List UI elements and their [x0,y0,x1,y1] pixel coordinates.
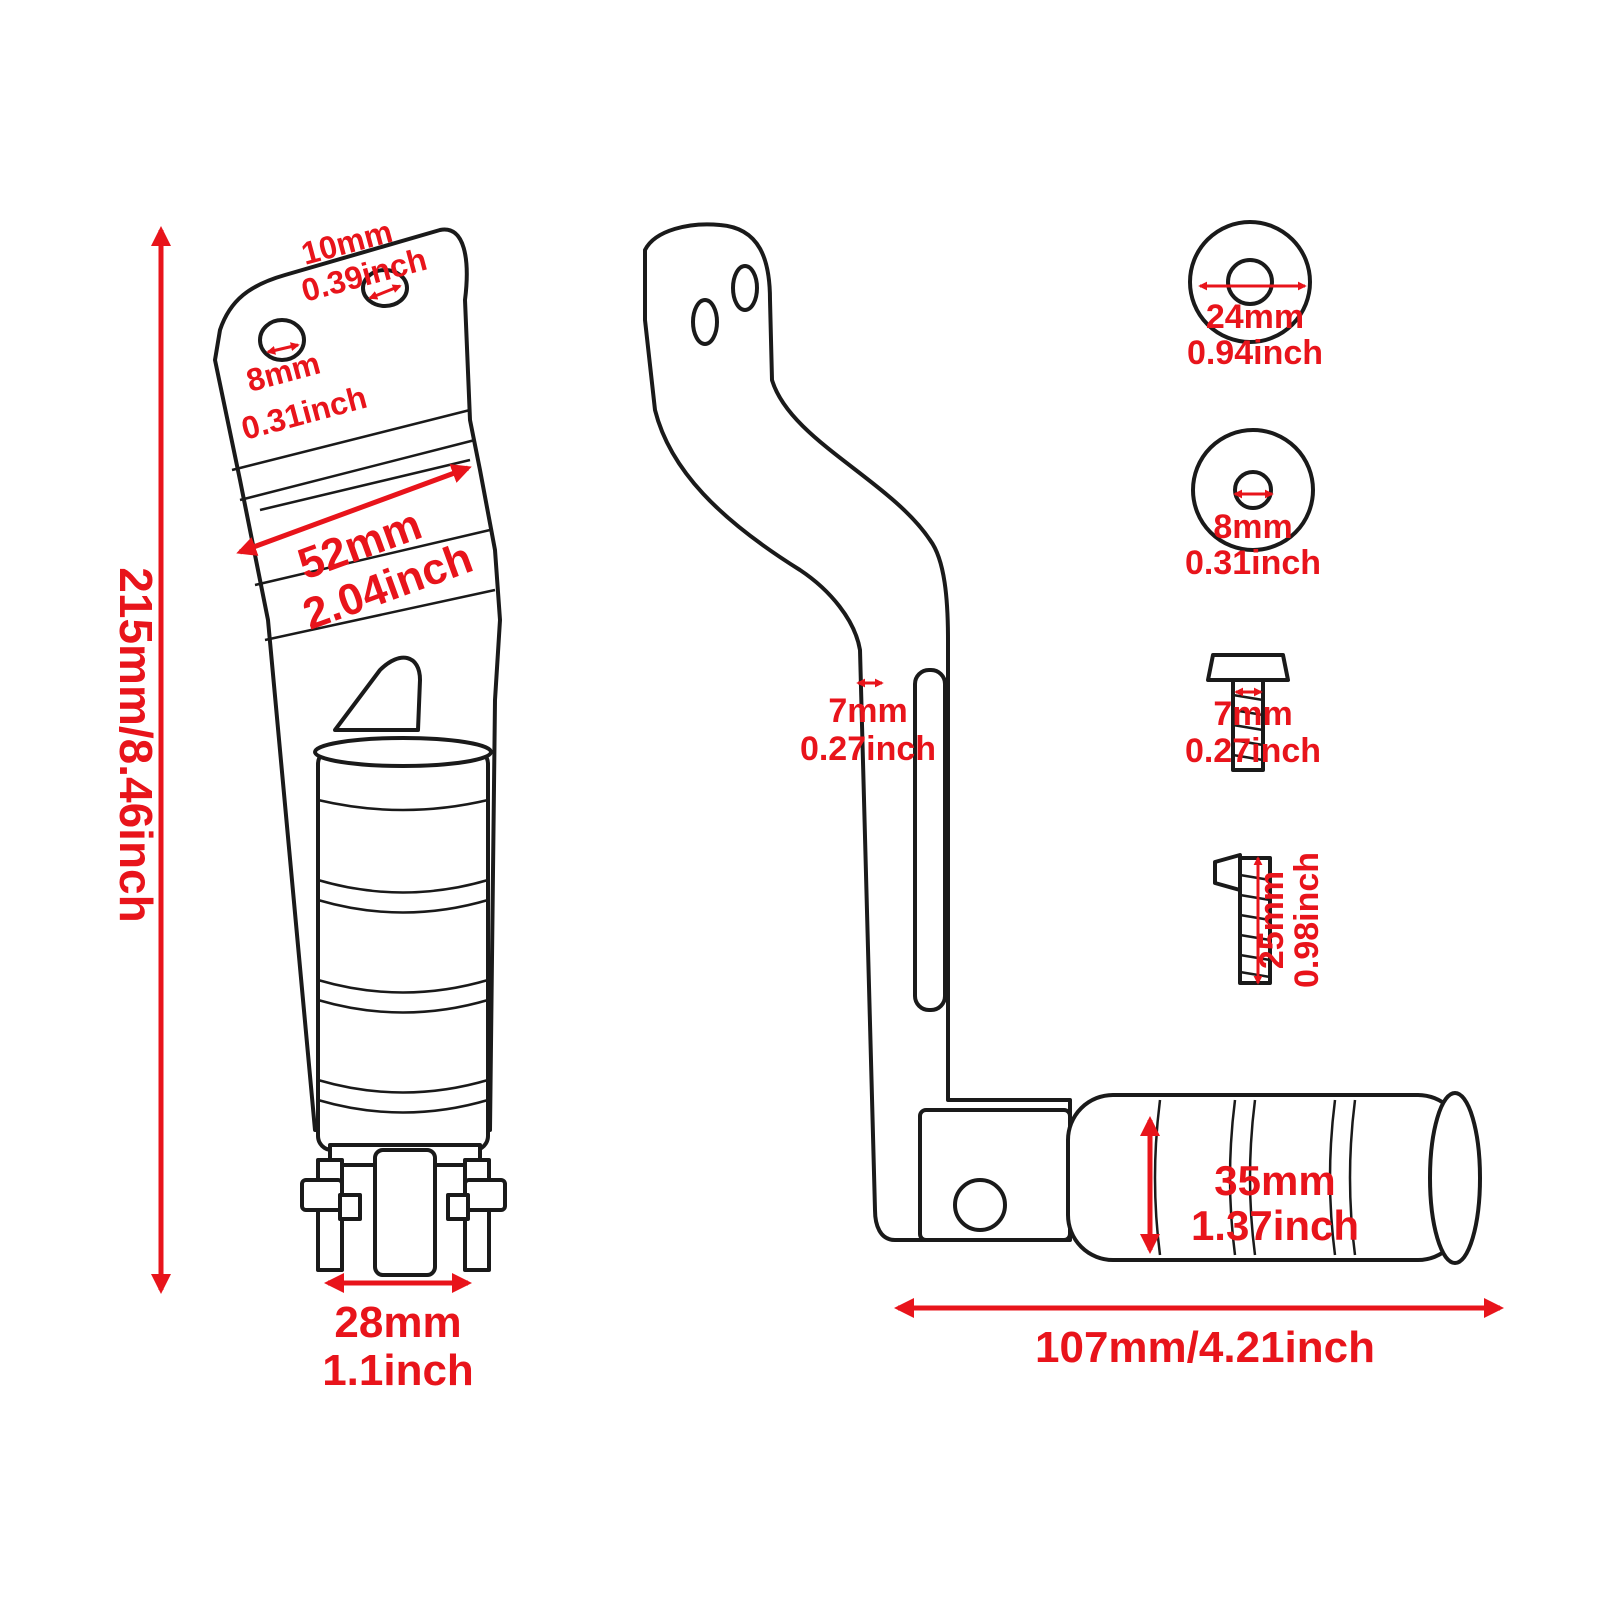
bolt-short-mm-label: 7mm [1213,695,1292,733]
peg-diameter-mm-label: 35mm [1214,1157,1335,1204]
height-label: 215mm/8.46inch [110,567,162,922]
bracket-front-view [213,227,507,1277]
slot-gap-mm-label: 7mm [828,692,907,730]
width-label: 107mm/4.21inch [1035,1323,1375,1372]
slot-width-arrow [368,284,402,300]
bracket-side-view [643,222,1482,1265]
pivot-pin [953,1178,1007,1232]
bolt-long-mm-label: 25mm [1253,871,1291,969]
washer-large-in-label: 0.94inch [1187,334,1323,372]
hole-arrow [266,342,300,355]
washer-large-mm-label: 24mm [1206,298,1304,336]
bolt-long-in-label: 0.98inch [1288,852,1326,988]
adjust-slot [913,668,947,1012]
washer-hole-in-label: 0.31inch [1185,544,1321,582]
peg-base-mm-label: 28mm [334,1298,461,1347]
bracket-width-arrow [236,464,472,556]
footpeg-grip-front [313,736,493,1152]
side-hole-upper [731,264,759,312]
clevis-base [300,1143,507,1277]
washer-hole-mm-label: 8mm [1213,508,1292,546]
peg-diameter-in-label: 1.37inch [1191,1202,1359,1249]
slot-gap-in-label: 0.27inch [800,730,936,768]
bolt-short-in-label: 0.27inch [1185,732,1321,770]
side-hole-lower [691,298,719,346]
peg-base-in-label: 1.1inch [322,1346,474,1395]
